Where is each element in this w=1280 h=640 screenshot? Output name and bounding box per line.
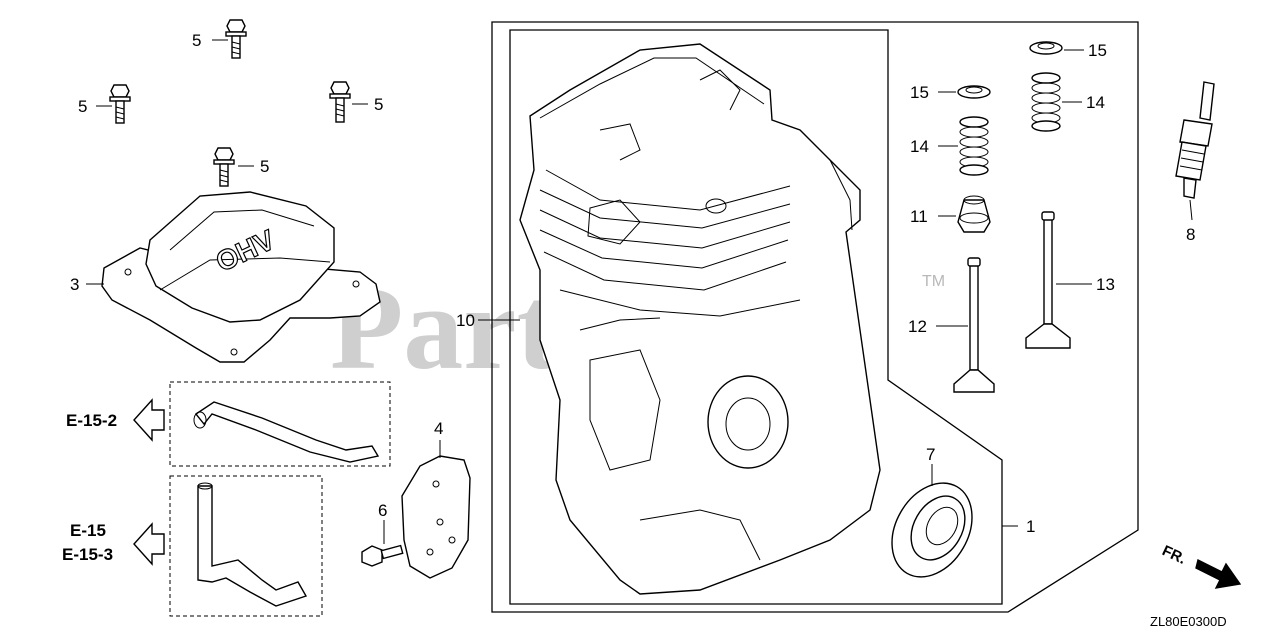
valve-spring-part-14b[interactable] bbox=[959, 116, 989, 176]
valve-part-12[interactable] bbox=[953, 257, 995, 393]
callout-4[interactable]: 4 bbox=[434, 419, 443, 438]
callout-14a[interactable]: 14 bbox=[1086, 93, 1105, 112]
crankcase-outline bbox=[509, 29, 1003, 605]
bolt-part-6[interactable] bbox=[361, 544, 404, 567]
reference-lower-1[interactable]: E-15 bbox=[70, 521, 106, 540]
callout-13[interactable]: 13 bbox=[1096, 275, 1115, 294]
callout-5a[interactable]: 5 bbox=[192, 31, 201, 50]
callout-3[interactable]: 3 bbox=[70, 275, 79, 294]
reference-upper[interactable]: E-15-2 bbox=[66, 411, 117, 430]
oil-seal-part-7[interactable] bbox=[876, 469, 988, 592]
spark-plug-part-8[interactable] bbox=[1175, 81, 1215, 199]
reference-lower-2[interactable]: E-15-3 bbox=[62, 545, 113, 564]
callout-5b[interactable]: 5 bbox=[78, 97, 87, 116]
callout-15b[interactable]: 15 bbox=[910, 83, 929, 102]
reference-arrow-lower[interactable] bbox=[133, 522, 165, 566]
callout-6[interactable]: 6 bbox=[378, 501, 387, 520]
callout-7[interactable]: 7 bbox=[926, 445, 935, 464]
stem-seal-part-11[interactable] bbox=[957, 195, 991, 233]
head-cover-part-3[interactable]: OHV bbox=[101, 191, 381, 363]
gasket-part-4[interactable] bbox=[401, 455, 471, 579]
bolt-part-5c[interactable] bbox=[329, 81, 351, 123]
bolt-part-5b[interactable] bbox=[109, 84, 131, 124]
callout-15a[interactable]: 15 bbox=[1088, 41, 1107, 60]
callout-5d[interactable]: 5 bbox=[260, 157, 269, 176]
retainer-part-15b[interactable] bbox=[957, 85, 991, 99]
callout-10[interactable]: 10 bbox=[456, 311, 475, 330]
callout-5c[interactable]: 5 bbox=[374, 95, 383, 114]
return-tube-box bbox=[169, 475, 323, 617]
valve-spring-part-14a[interactable] bbox=[1031, 72, 1061, 132]
crankcase-part-10[interactable] bbox=[519, 43, 881, 595]
reference-arrow-upper[interactable] bbox=[133, 398, 165, 442]
return-tube[interactable] bbox=[197, 482, 308, 607]
valve-part-13[interactable] bbox=[1025, 211, 1071, 349]
bolt-part-5a[interactable] bbox=[225, 19, 247, 59]
front-arrow-icon bbox=[1195, 558, 1242, 589]
front-direction-label: FR. bbox=[1159, 542, 1188, 568]
callout-11[interactable]: 11 bbox=[910, 207, 928, 226]
callout-14b[interactable]: 14 bbox=[910, 137, 929, 156]
bolt-part-5d[interactable] bbox=[213, 147, 235, 187]
front-direction-indicator: FR. bbox=[1159, 542, 1242, 589]
callout-8[interactable]: 8 bbox=[1186, 225, 1195, 244]
breather-tube-box bbox=[169, 381, 391, 467]
diagram-code: ZL80E0300D bbox=[1150, 614, 1227, 629]
retainer-part-15a[interactable] bbox=[1029, 41, 1063, 55]
watermark-trademark: TM bbox=[922, 273, 945, 290]
callout-1[interactable]: 1 bbox=[1026, 517, 1035, 536]
breather-tube[interactable] bbox=[193, 401, 380, 463]
callout-12[interactable]: 12 bbox=[908, 317, 927, 336]
assembly-outline bbox=[491, 21, 1139, 613]
